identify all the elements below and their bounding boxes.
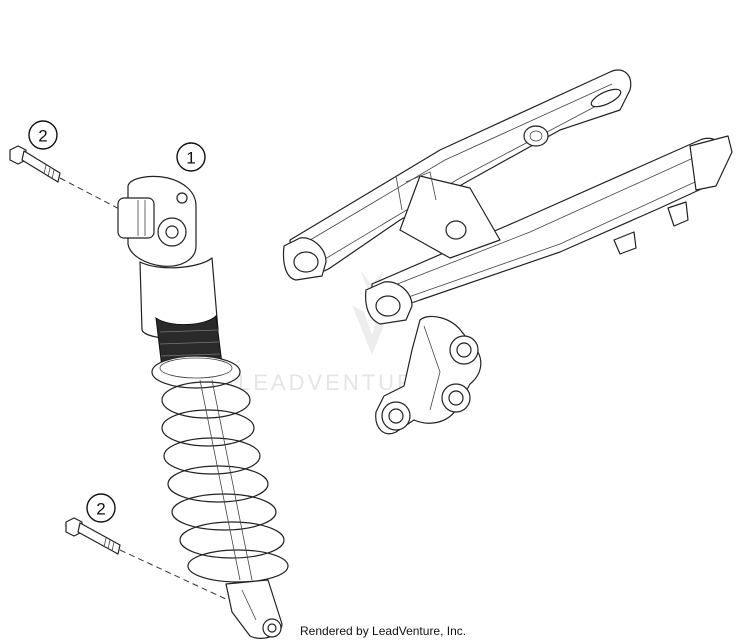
callout-1[interactable]: 1 [176,142,206,172]
callout-2-bottom-label: 2 [96,500,105,519]
callout-2-top[interactable]: 2 [28,120,58,150]
leader-line-top [59,177,126,213]
callout-1-label: 1 [186,149,195,168]
shock-absorber[interactable] [117,175,289,639]
mounting-bolt-top[interactable] [9,145,61,183]
render-credit: Rendered by LeadVenture, Inc. [300,624,467,638]
swingarm [282,69,733,325]
linkage-lever [375,315,482,435]
leader-line-bottom [119,549,229,601]
callout-2-top-label: 2 [38,127,47,146]
callout-2-bottom[interactable]: 2 [86,493,116,523]
mounting-bolt-bottom[interactable] [65,517,121,555]
